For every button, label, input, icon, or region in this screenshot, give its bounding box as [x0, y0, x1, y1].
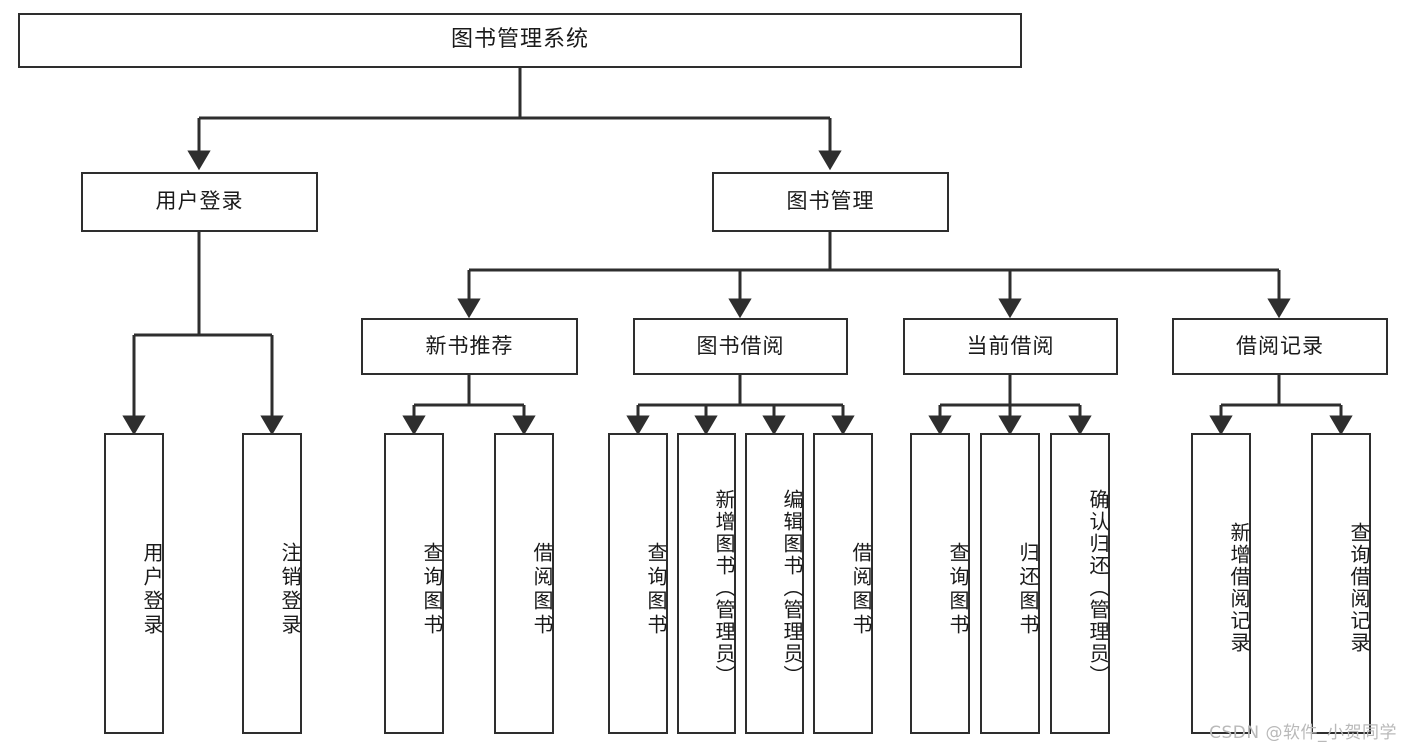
leaf-edit-book[interactable]: 编辑图书（管理员） — [745, 433, 804, 734]
node-borrow-record-label: 借阅记录 — [1236, 333, 1324, 358]
node-borrow-record[interactable]: 借阅记录 — [1172, 318, 1388, 375]
leaf-add-book-label: 新增图书（管理员） — [712, 488, 736, 687]
leaf-query-book-current[interactable]: 查询图书 — [910, 433, 970, 734]
watermark-text: CSDN @软件_小贺同学 — [1209, 723, 1397, 743]
leaf-query-borrow-record[interactable]: 查询借阅记录 — [1311, 433, 1371, 734]
node-user-login-label: 用户登录 — [155, 189, 244, 214]
leaf-query-borrow-record-label: 查询借阅记录 — [1347, 521, 1371, 654]
leaf-add-book[interactable]: 新增图书（管理员） — [677, 433, 736, 734]
leaf-confirm-return-label: 确认归还（管理员） — [1086, 488, 1110, 687]
node-current-borrow-label: 当前借阅 — [966, 333, 1055, 358]
leaf-confirm-return[interactable]: 确认归还（管理员） — [1050, 433, 1110, 734]
node-current-borrow[interactable]: 当前借阅 — [903, 318, 1118, 375]
leaf-user-login-label: 用户登录 — [140, 541, 164, 638]
leaf-query-book-recommend-label: 查询图书 — [420, 541, 444, 638]
node-new-book-recommend[interactable]: 新书推荐 — [361, 318, 578, 375]
node-book-borrow-label: 图书借阅 — [696, 333, 785, 358]
leaf-borrow-book-label: 借阅图书 — [849, 541, 873, 638]
node-root-label: 图书管理系统 — [450, 27, 589, 53]
leaf-logout[interactable]: 注销登录 — [242, 433, 302, 734]
leaf-borrow-book-recommend[interactable]: 借阅图书 — [494, 433, 554, 734]
leaf-add-borrow-record-label: 新增借阅记录 — [1227, 521, 1251, 654]
leaf-logout-label: 注销登录 — [278, 541, 302, 638]
leaf-borrow-book-recommend-label: 借阅图书 — [530, 541, 554, 638]
node-new-book-recommend-label: 新书推荐 — [425, 333, 514, 358]
leaf-borrow-book[interactable]: 借阅图书 — [813, 433, 873, 734]
leaf-query-book-borrow[interactable]: 查询图书 — [608, 433, 668, 734]
leaf-edit-book-label: 编辑图书（管理员） — [780, 488, 804, 687]
node-book-borrow[interactable]: 图书借阅 — [633, 318, 848, 375]
node-user-login[interactable]: 用户登录 — [81, 172, 318, 232]
node-root[interactable]: 图书管理系统 — [18, 13, 1022, 68]
leaf-add-borrow-record[interactable]: 新增借阅记录 — [1191, 433, 1251, 734]
leaf-query-book-borrow-label: 查询图书 — [644, 541, 668, 638]
node-book-manage-label: 图书管理 — [786, 189, 875, 214]
leaf-query-book-recommend[interactable]: 查询图书 — [384, 433, 444, 734]
leaf-return-book-label: 归还图书 — [1016, 541, 1040, 638]
leaf-query-book-current-label: 查询图书 — [946, 541, 970, 638]
leaf-return-book[interactable]: 归还图书 — [980, 433, 1040, 734]
node-book-manage[interactable]: 图书管理 — [712, 172, 949, 232]
leaf-user-login[interactable]: 用户登录 — [104, 433, 164, 734]
